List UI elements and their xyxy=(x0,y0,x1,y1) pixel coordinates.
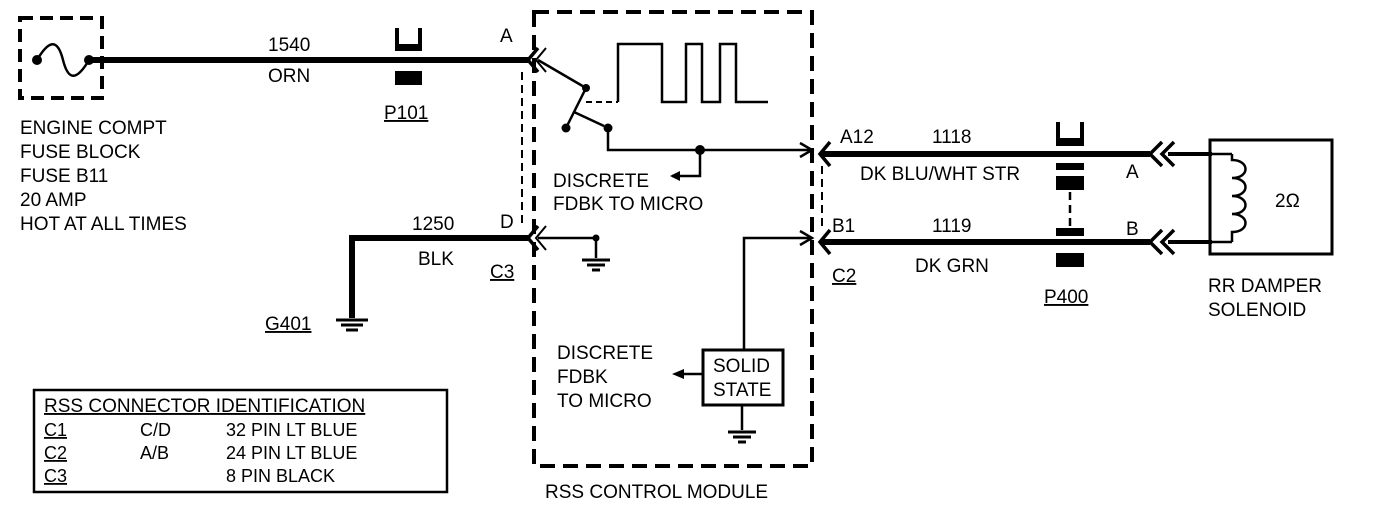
ground-g401-label: G401 xyxy=(265,314,311,335)
module-pin-d-socket xyxy=(534,225,547,251)
feedback-bottom-arrow xyxy=(672,369,684,379)
fuse-block: ENGINE COMPT FUSE BLOCK FUSE B11 20 AMP … xyxy=(18,16,187,235)
connector-row-2-desc: 24 PIN LT BLUE xyxy=(226,443,357,463)
solid-state-input-line xyxy=(742,236,812,350)
fuse-block-line-2: FUSE BLOCK xyxy=(20,142,141,163)
connector-p400-bottom-female-bar xyxy=(1056,228,1084,236)
switch-output-arrow xyxy=(799,141,815,159)
wire-1119: 1119 DK GRN xyxy=(822,216,1150,277)
wire-1250-circuit: 1250 xyxy=(412,214,454,235)
connector-p400-top-male xyxy=(1056,163,1084,170)
switch-contact-nc xyxy=(561,123,571,133)
module-c3-label: C3 xyxy=(490,262,514,283)
wire-1540: 1540 ORN xyxy=(89,35,528,87)
connector-row-1-desc: 32 PIN LT BLUE xyxy=(226,420,357,440)
feedback-top-line xyxy=(672,150,702,178)
wire-1250-line xyxy=(349,235,528,318)
connector-p101: P101 xyxy=(384,28,428,124)
module-pin-b1-terminal xyxy=(817,228,832,256)
module-pin-d: D xyxy=(500,212,514,233)
connector-p400-bottom-male xyxy=(1056,253,1084,267)
solenoid-resistance: 2Ω xyxy=(1275,191,1300,212)
solenoid-label-line-2: SOLENOID xyxy=(1208,300,1306,321)
wire-1119-color: DK GRN xyxy=(915,256,989,277)
connector-row-1-pins: C/D xyxy=(140,420,171,440)
feedback-bottom-line-3: TO MICRO xyxy=(557,391,652,412)
solenoid-pin-b: B xyxy=(1126,219,1139,240)
module-ground-line xyxy=(538,236,598,258)
module-c2-label: C2 xyxy=(832,266,856,287)
module-pin-b1: B1 xyxy=(832,216,855,237)
module-pin-d-terminal xyxy=(525,224,540,252)
connector-p101-female xyxy=(395,28,422,48)
feedback-top-line-2: FDBK TO MICRO xyxy=(553,194,703,215)
module-pin-a: A xyxy=(500,26,513,47)
connector-table-outline xyxy=(32,388,449,494)
connector-p400-top-female-bar xyxy=(1056,138,1084,146)
module-pin-a-terminal xyxy=(525,46,540,74)
solenoid-pin-a: A xyxy=(1126,162,1139,183)
module-pin-a12-terminal xyxy=(817,140,832,168)
connector-p101-label: P101 xyxy=(384,103,428,124)
fuse-block-line-5: HOT AT ALL TIMES xyxy=(20,214,187,235)
wire-1250: 1250 BLK G401 xyxy=(265,214,528,335)
module-name: RSS CONTROL MODULE xyxy=(545,482,768,503)
connector-row-2-id: C2 xyxy=(44,443,67,463)
wire-1119-circuit: 1119 xyxy=(932,216,971,237)
connector-p101-female-bar xyxy=(395,44,422,51)
module-ground-junction xyxy=(592,234,600,242)
solenoid-label-line-1: RR DAMPER xyxy=(1208,276,1322,297)
wire-1118-circuit: 1118 xyxy=(932,127,971,148)
solenoid-pin-b-terminal xyxy=(1147,228,1176,256)
solenoid: A B 2Ω RR DAMPER SOLENOID xyxy=(1126,138,1334,321)
solid-state-box xyxy=(701,348,785,407)
wire-1250-color: BLK xyxy=(418,249,454,270)
feedback-top-line-1: DISCRETE xyxy=(553,171,649,192)
connector-row-3-id: C3 xyxy=(44,466,67,486)
pwm-waveform xyxy=(616,42,768,104)
feedback-top-arrow xyxy=(670,171,680,181)
feedback-bottom-line-1: DISCRETE xyxy=(557,343,653,364)
connector-row-2-pins: A/B xyxy=(140,443,169,463)
wire-1118: 1118 DK BLU/WHT STR xyxy=(822,127,1150,185)
solenoid-box xyxy=(1208,138,1334,256)
connector-row-1-id: C1 xyxy=(44,420,67,440)
connector-p400-top-female xyxy=(1056,122,1084,142)
rss-control-module: RSS CONTROL MODULE A D C3 DISCRETE FDBK … xyxy=(490,10,874,503)
wire-1540-color: ORN xyxy=(268,66,310,87)
connector-p400-label: P400 xyxy=(1044,287,1088,308)
solid-state-line-1: SOLID xyxy=(713,356,770,377)
solid-state-input-arrow xyxy=(799,229,815,247)
module-pin-a-socket xyxy=(534,47,547,73)
solenoid-pin-a-terminal xyxy=(1147,140,1176,168)
wire-1118-color: DK BLU/WHT STR xyxy=(860,164,1020,185)
connector-table-title: RSS CONNECTOR IDENTIFICATION xyxy=(44,396,365,417)
wire-1540-circuit: 1540 xyxy=(268,35,310,56)
switch-arm xyxy=(564,87,588,129)
switch-feed-line xyxy=(537,58,587,90)
feedback-bottom-line-2: FDBK xyxy=(557,367,608,388)
solenoid-coil-icon xyxy=(1230,154,1247,242)
connector-p400-top-male-bar xyxy=(1056,176,1084,190)
fuse-block-line-1: ENGINE COMPT xyxy=(20,118,167,139)
fuse-block-line-4: 20 AMP xyxy=(20,190,87,211)
fuse-block-line-3: FUSE B11 xyxy=(20,166,108,187)
module-outline xyxy=(532,10,814,468)
solid-state-line-2: STATE xyxy=(713,380,771,401)
module-pin-a12: A12 xyxy=(840,127,874,148)
connector-row-3-desc: 8 PIN BLACK xyxy=(226,466,335,486)
switch-output-line xyxy=(606,128,812,152)
connector-p101-male xyxy=(395,71,422,85)
switch-link xyxy=(573,110,605,128)
fuse-icon xyxy=(35,43,91,77)
connector-p400: P400 xyxy=(1044,122,1088,308)
connector-identification-table: RSS CONNECTOR IDENTIFICATION C1 C/D 32 P… xyxy=(32,388,449,494)
